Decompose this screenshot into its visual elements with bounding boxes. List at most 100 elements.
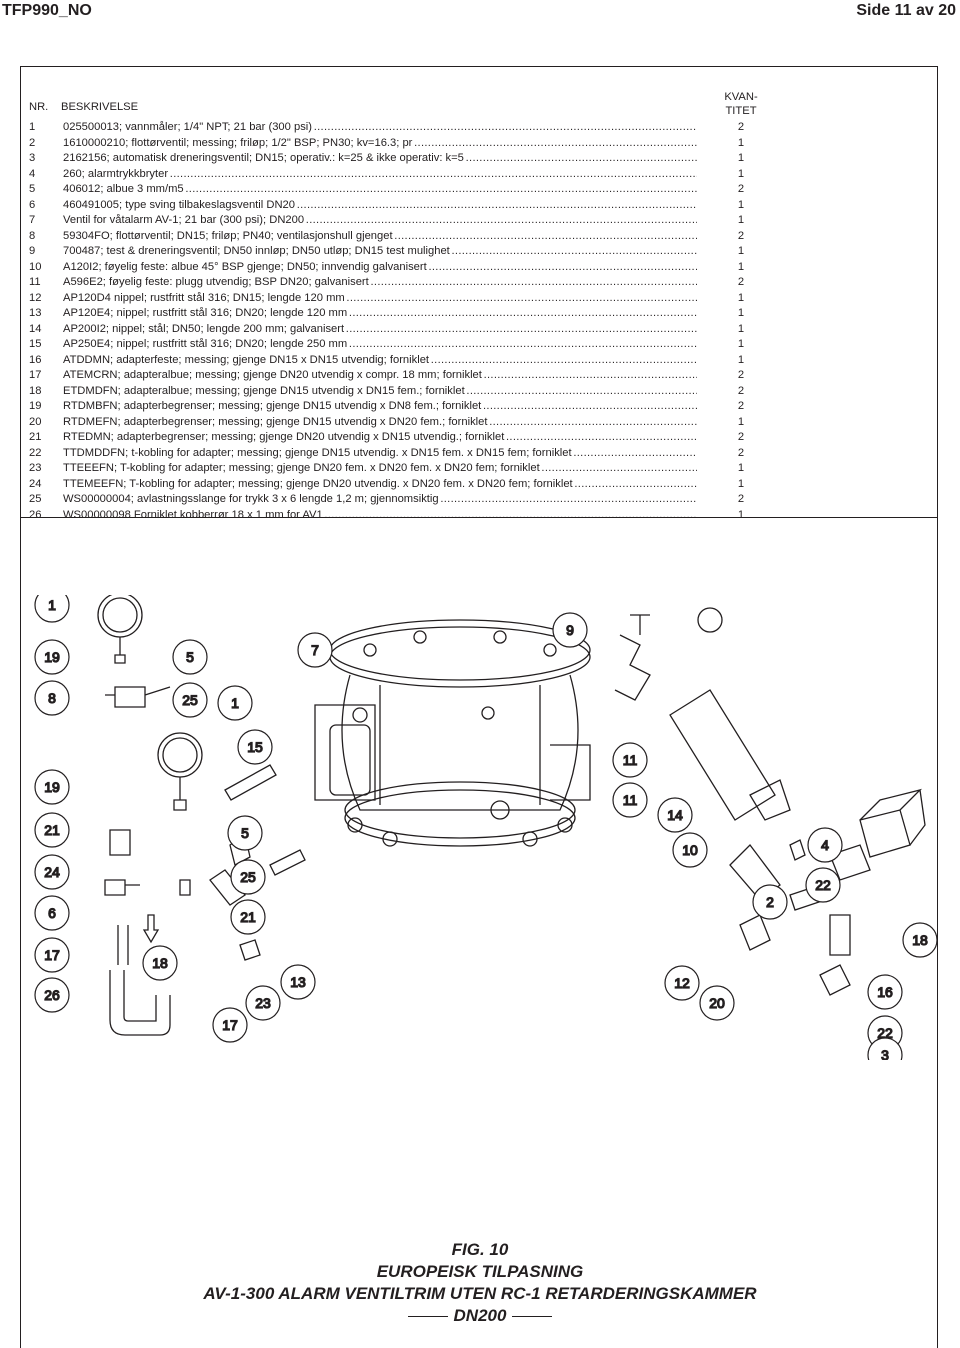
row-quantity: 1 (737, 136, 745, 149)
callout-17: 17 (34, 937, 70, 973)
column-quantity-line1: KVAN- (724, 91, 758, 103)
row-number: 3 (29, 152, 36, 164)
row-number: 14 (29, 322, 42, 335)
row-description: ATDDMN; adapterfeste; messing; gjenge DN… (63, 353, 697, 369)
callout-text: 10 (682, 842, 698, 858)
callout-15: 15 (237, 729, 273, 765)
callout-circle (172, 682, 208, 718)
row-description: 700487; test & dreneringsventil; DN50 in… (63, 244, 697, 260)
row-description: 59304FO; flottørventil; DN15; friløp; PN… (63, 229, 697, 245)
callout-21: 21 (230, 899, 266, 935)
row-quantity: 1 (737, 198, 745, 211)
row-description: A120I2; føyelig feste: albue 45° BSP gje… (63, 260, 697, 276)
row-description: RTEDMN; adapterbegrenser; messing; gjeng… (63, 430, 697, 446)
table-header: NR. BESKRIVELSE KVAN- TITET (29, 90, 769, 120)
row-quantity: 2 (737, 384, 745, 397)
row-number: 8 (29, 229, 36, 242)
content-frame (20, 66, 938, 1348)
callout-circle (34, 769, 70, 805)
row-number: 6 (29, 198, 36, 211)
callout-circle (902, 922, 938, 958)
row-quantity: 1 (737, 214, 745, 226)
table-row: 11 A596E2; føyelig feste: plugg utvendig;… (29, 275, 769, 291)
row-quantity: 2 (737, 446, 745, 459)
callout-circle (34, 977, 70, 1013)
gauge-upper (97, 595, 143, 664)
callout-11: 11 (612, 782, 648, 818)
row-quantity: 1 (737, 152, 745, 164)
callout-circle (297, 632, 333, 668)
table-row: 8 59304FO; flottørventil; DN15; friløp; P… (29, 229, 769, 245)
row-number: 4 (29, 167, 36, 180)
row-description: AP250E4; nippel; rustfritt stål 316; DN2… (63, 337, 697, 353)
row-quantity: 2 (737, 369, 745, 381)
row-description: ATEMCRN; adapteralbue; messing; gjenge D… (63, 368, 697, 384)
row-number: 11 (29, 276, 41, 288)
row-description: AP120E4; nippel; rustfritt stål 316; DN2… (63, 306, 697, 322)
table-bottom-rule (20, 517, 938, 518)
document-id: TFP990_NO (2, 2, 92, 19)
dash-left (407, 1316, 448, 1318)
callout-circle (230, 899, 266, 935)
callout-circle (217, 685, 253, 721)
row-number: 19 (29, 400, 42, 412)
callout-circle (34, 895, 70, 931)
callout-20: 20 (699, 985, 735, 1021)
row-number: 26 (29, 508, 42, 521)
row-number: 17 (29, 369, 42, 381)
row-quantity: 1 (737, 353, 745, 366)
callout-13: 13 (280, 964, 316, 1000)
row-quantity: 1 (737, 307, 745, 319)
callout-9: 9 (552, 612, 588, 648)
row-description: A596E2; føyelig feste: plugg utvendig; B… (63, 275, 697, 291)
row-number: 5 (29, 183, 36, 195)
row-description: RTDMEFN; adapterbegrenser; messing; gjen… (63, 415, 697, 431)
callout-circle (867, 974, 903, 1010)
callout-text: 25 (182, 692, 198, 708)
callout-1: 1 (34, 595, 70, 623)
callout-text: 11 (623, 792, 638, 808)
figure-title: AV-1-300 ALARM VENTILTRIM UTEN RC-1 RETA… (203, 1284, 757, 1303)
callout-25: 25 (230, 859, 266, 895)
callout-18: 18 (142, 945, 178, 981)
callout-circle (807, 827, 843, 863)
callout-circle (552, 612, 588, 648)
callout-4: 4 (807, 827, 843, 863)
callout-circle (245, 985, 281, 1021)
row-number: 13 (29, 307, 42, 319)
callout-circle (227, 815, 263, 851)
row-quantity: 1 (737, 415, 745, 428)
callout-text: 5 (241, 825, 249, 841)
row-description: Ventil for våtalarm AV-1; 21 bar (300 ps… (63, 213, 697, 229)
callout-7: 7 (297, 632, 333, 668)
callout-circle (142, 945, 178, 981)
callout-26: 26 (34, 977, 70, 1013)
alarm-valve-body (314, 619, 591, 847)
row-description: 260; alarmtrykkbryter (63, 167, 697, 183)
row-quantity: 1 (737, 338, 745, 350)
row-description: WS00000004; avlastningsslange for trykk … (63, 492, 697, 508)
callout-circle (212, 1007, 248, 1043)
callout-circle (672, 832, 708, 868)
callout-text: 22 (815, 877, 831, 893)
row-description: 2162156; automatisk dreneringsventil; DN… (63, 151, 697, 167)
row-number: 10 (29, 260, 42, 273)
row-quantity: 2 (737, 121, 745, 133)
callout-10: 10 (672, 832, 708, 868)
callout-circle (612, 742, 648, 778)
row-number: 12 (29, 291, 42, 304)
callout-17: 17 (212, 1007, 248, 1043)
